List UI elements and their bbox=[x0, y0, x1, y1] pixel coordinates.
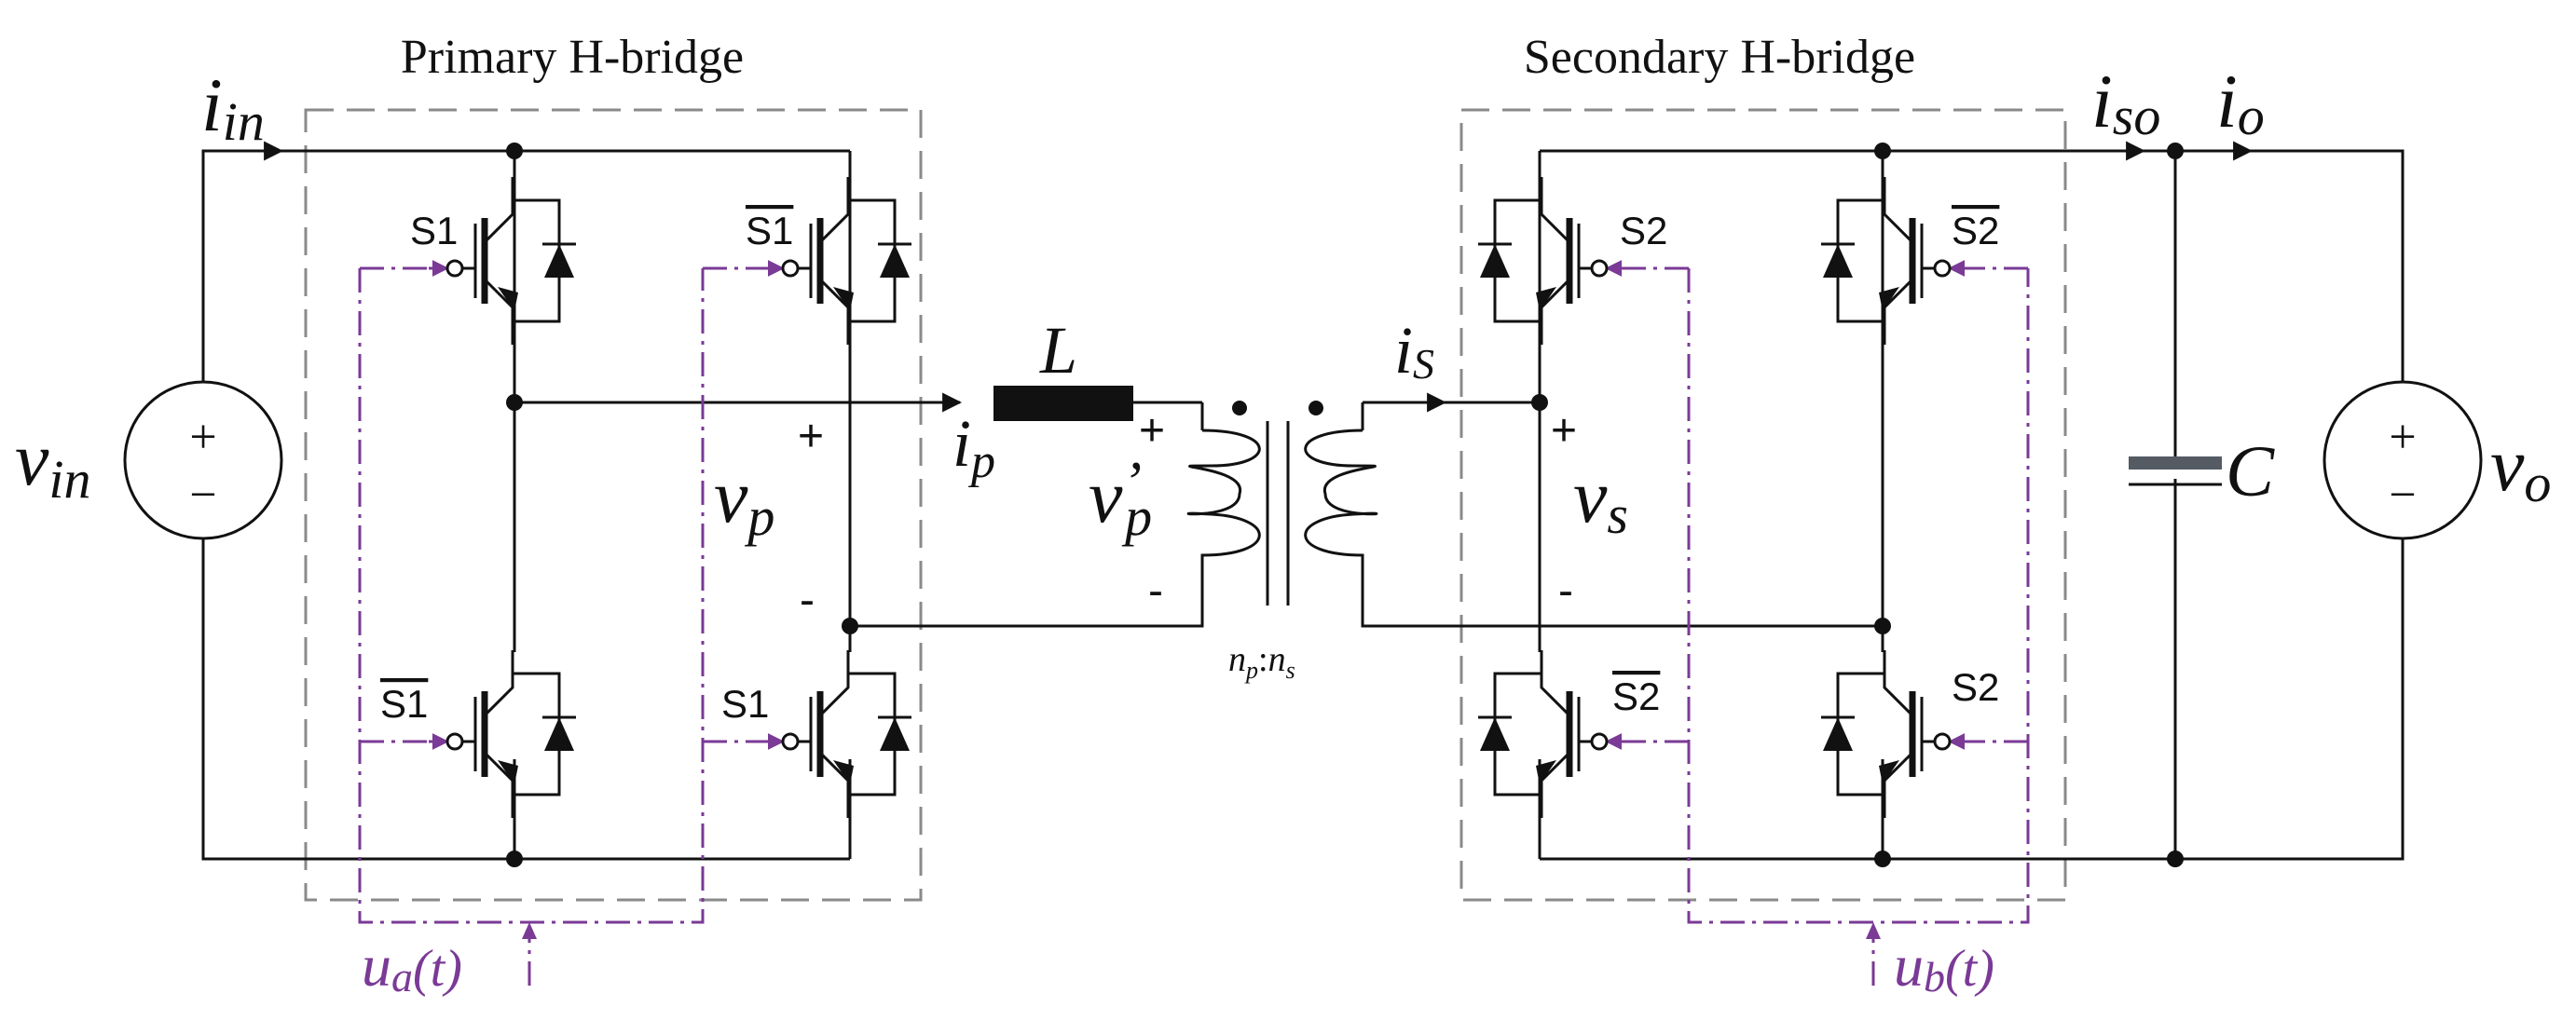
label-v-o: vo bbox=[2490, 422, 2551, 513]
label-v-in: vin bbox=[15, 416, 91, 510]
secondary-dot bbox=[1309, 401, 1323, 415]
switch-s1-top-left[interactable] bbox=[429, 177, 576, 345]
label-s2bar-top-right: S2 bbox=[1952, 209, 1999, 252]
control-signal-paths bbox=[358, 266, 2030, 986]
output-voltage-source: + − bbox=[2323, 380, 2483, 540]
label-v-p-prime: v’p bbox=[1089, 451, 1152, 547]
label-s2-bottom-right: S2 bbox=[1952, 665, 1999, 709]
label-v-s: vs bbox=[1573, 454, 1628, 545]
label-i-so: iso bbox=[2091, 59, 2160, 146]
label-L: L bbox=[1039, 313, 1077, 388]
primary-bridge-title: Primary H-bridge bbox=[401, 31, 744, 84]
series-inductor bbox=[993, 386, 1133, 421]
switch-s2-top-left[interactable] bbox=[1478, 177, 1625, 345]
label-s1bar-bottom-left: S1 bbox=[380, 682, 428, 726]
switch-s2bar-bottom-left[interactable] bbox=[1478, 650, 1625, 818]
output-capacitor bbox=[2129, 456, 2222, 486]
label-i-s: iS bbox=[1394, 313, 1434, 388]
label-vp-plus: + bbox=[798, 412, 824, 461]
label-u-b: ub(t) bbox=[1894, 933, 1994, 1001]
label-C: C bbox=[2226, 430, 2275, 511]
label-s1-bottom-right: S1 bbox=[721, 682, 769, 726]
ua-arrowhead bbox=[522, 922, 537, 939]
label-vpp-minus: - bbox=[1148, 566, 1163, 616]
label-s2-top-left: S2 bbox=[1620, 209, 1667, 252]
label-vs-minus: - bbox=[1558, 566, 1573, 616]
switch-s2-bottom-right[interactable] bbox=[1821, 650, 1968, 818]
label-vpp-plus: + bbox=[1139, 406, 1165, 456]
primary-bridge-box bbox=[304, 108, 923, 902]
label-ratio: np:ns bbox=[1228, 640, 1295, 684]
svg-text:−: − bbox=[2389, 469, 2416, 522]
svg-text:−: − bbox=[189, 469, 216, 522]
label-u-a: ua(t) bbox=[362, 933, 462, 1001]
label-v-p: vp bbox=[714, 454, 774, 547]
svg-text:+: + bbox=[2389, 411, 2416, 464]
switch-s1bar-bottom-left[interactable] bbox=[429, 650, 576, 818]
label-s2bar-bottom-left: S2 bbox=[1612, 674, 1660, 718]
switch-s2bar-top-right[interactable] bbox=[1821, 177, 1968, 345]
primary-dot bbox=[1232, 401, 1247, 415]
switch-s1-bottom-right[interactable] bbox=[764, 650, 911, 818]
label-i-p: ip bbox=[952, 406, 995, 488]
label-i-in: iin bbox=[201, 62, 265, 152]
label-vp-minus: - bbox=[800, 576, 815, 625]
label-s1-top-left: S1 bbox=[410, 209, 458, 252]
ub-arrowhead bbox=[1866, 922, 1881, 939]
power-wiring bbox=[201, 141, 2405, 861]
secondary-bridge-title: Secondary H-bridge bbox=[1524, 31, 1915, 84]
junction-dots bbox=[506, 143, 2184, 867]
label-s1bar-top-right: S1 bbox=[746, 209, 793, 252]
switch-s1bar-top-right[interactable] bbox=[764, 177, 911, 345]
secondary-bridge-box bbox=[1459, 108, 2067, 902]
label-vs-plus: + bbox=[1551, 406, 1577, 456]
transformer bbox=[1186, 421, 1378, 606]
svg-text:+: + bbox=[189, 411, 216, 464]
label-i-o: io bbox=[2216, 59, 2265, 146]
input-voltage-source: + − bbox=[123, 380, 283, 540]
